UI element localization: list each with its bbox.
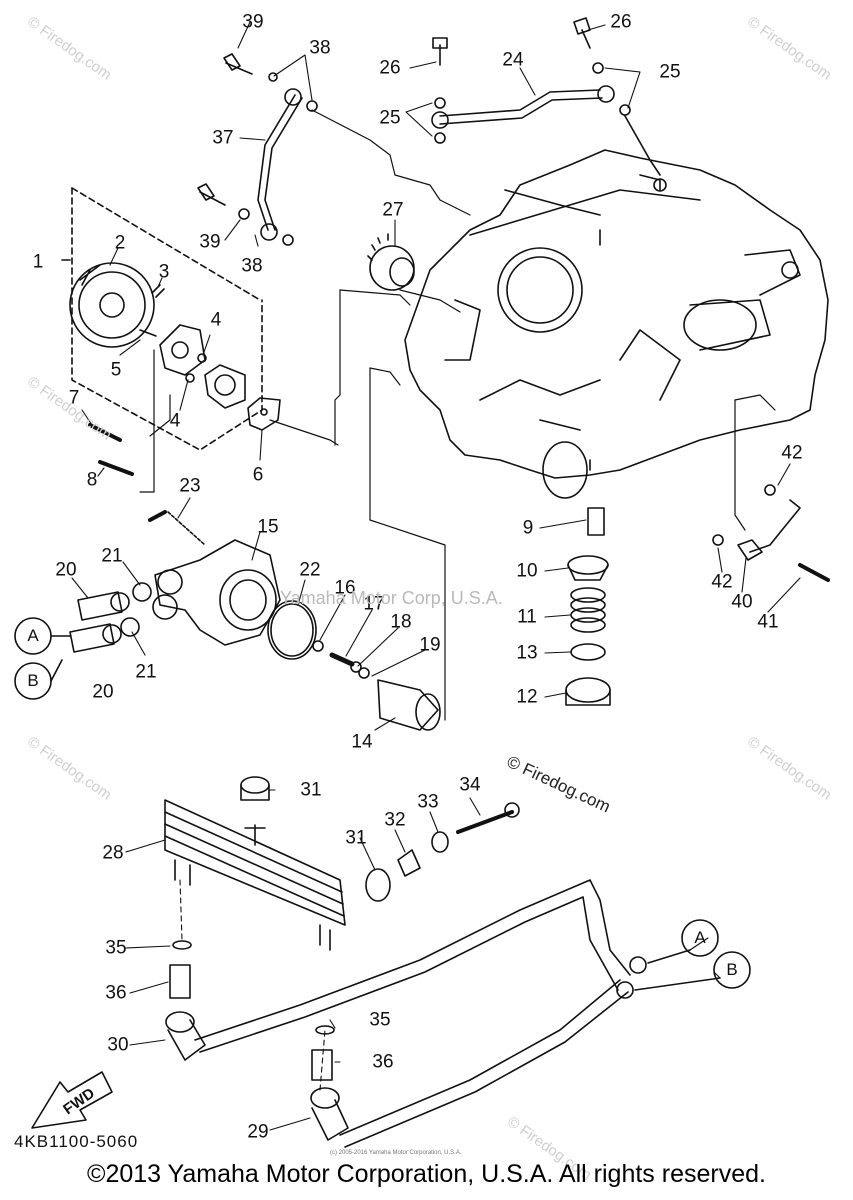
callout-4-bottom: 4 bbox=[169, 410, 181, 432]
callout-42-bottom: 42 bbox=[711, 571, 733, 593]
connector-symbols bbox=[14, 617, 751, 989]
callout-41: 41 bbox=[757, 611, 779, 633]
callout-26-left: 26 bbox=[379, 57, 401, 79]
callout-36-left: 36 bbox=[105, 982, 127, 1004]
fwd-arrow bbox=[31, 1071, 113, 1129]
callout-20-bottom: 20 bbox=[92, 681, 114, 703]
callout-31-top: 31 bbox=[300, 779, 322, 801]
callout-35-left: 35 bbox=[105, 937, 127, 959]
gear-27 bbox=[367, 233, 415, 291]
connector-a-right: A bbox=[694, 928, 706, 947]
oil-cooler-28 bbox=[164, 776, 520, 1081]
callout-19: 19 bbox=[419, 634, 441, 656]
callout-4-top: 4 bbox=[210, 309, 222, 331]
callout-42-top: 42 bbox=[781, 442, 803, 464]
callout-29: 29 bbox=[247, 1121, 269, 1143]
callout-14: 14 bbox=[351, 731, 373, 753]
callout-11: 11 bbox=[517, 606, 537, 628]
callout-1: 1 bbox=[32, 251, 44, 273]
callout-10: 10 bbox=[516, 560, 538, 582]
callout-30: 30 bbox=[107, 1034, 129, 1056]
callout-35-right: 35 bbox=[369, 1009, 391, 1031]
fittings-20 bbox=[69, 591, 130, 653]
callout-34: 34 bbox=[459, 774, 481, 796]
callout-23: 23 bbox=[179, 475, 201, 497]
callout-39-mid: 39 bbox=[199, 231, 221, 253]
connector-b-left: B bbox=[27, 671, 39, 690]
connector-a-left: A bbox=[27, 626, 39, 645]
callout-9: 9 bbox=[522, 517, 534, 539]
callout-37: 37 bbox=[212, 127, 234, 149]
oil-filter-housing bbox=[120, 510, 281, 646]
callout-40: 40 bbox=[731, 591, 753, 613]
callout-13: 13 bbox=[516, 642, 538, 664]
callout-8: 8 bbox=[86, 469, 98, 491]
sensor-assembly bbox=[712, 484, 830, 582]
callout-5: 5 bbox=[110, 359, 122, 381]
callout-18: 18 bbox=[390, 611, 412, 633]
tiny-notice: (c) 2005-2016 Yamaha Motor Corporation, … bbox=[330, 1150, 462, 1156]
callout-17: 17 bbox=[363, 593, 385, 615]
callout-25-left: 25 bbox=[379, 107, 401, 129]
callout-38-mid: 38 bbox=[241, 255, 263, 277]
callout-38-top: 38 bbox=[309, 37, 331, 59]
callout-21-top: 21 bbox=[101, 545, 123, 567]
callout-16: 16 bbox=[334, 577, 356, 599]
callout-12: 12 bbox=[516, 686, 538, 708]
watermark-center: Yamaha Motor Corp, U.S.A. bbox=[280, 588, 503, 608]
callout-27: 27 bbox=[382, 199, 404, 221]
callout-39-top: 39 bbox=[242, 11, 264, 33]
leader-lines bbox=[139, 109, 776, 721]
callout-3: 3 bbox=[158, 261, 170, 283]
relief-valve bbox=[565, 507, 611, 706]
callout-leaders bbox=[71, 21, 801, 1131]
callout-7: 7 bbox=[68, 387, 80, 409]
callout-15: 15 bbox=[257, 516, 279, 538]
diagram-code: 4KB1100-5060 bbox=[14, 1132, 139, 1151]
callout-2: 2 bbox=[114, 232, 126, 254]
callout-31-mid: 31 bbox=[345, 827, 367, 849]
copyright-line: ©2013 Yamaha Motor Corporation, U.S.A. A… bbox=[87, 1160, 766, 1188]
oil-pipe-24 bbox=[431, 17, 661, 176]
callout-36-right: 36 bbox=[372, 1051, 394, 1073]
callout-22: 22 bbox=[299, 559, 321, 581]
small-parts bbox=[267, 600, 441, 731]
callout-24: 24 bbox=[502, 49, 524, 71]
callout-25-right: 25 bbox=[659, 61, 681, 83]
connector-b-right: B bbox=[726, 960, 738, 979]
callout-21-bottom: 21 bbox=[135, 661, 157, 683]
callout-33: 33 bbox=[417, 791, 439, 813]
oil-pump-group bbox=[61, 187, 281, 476]
oil-hoses bbox=[165, 879, 721, 1148]
callout-6: 6 bbox=[252, 464, 264, 486]
callout-20-top: 20 bbox=[55, 559, 77, 581]
callout-32: 32 bbox=[384, 809, 406, 831]
oil-pipe-37 bbox=[197, 53, 318, 246]
callout-26-right: 26 bbox=[610, 11, 632, 33]
crankcase bbox=[404, 149, 829, 499]
callout-28: 28 bbox=[102, 842, 124, 864]
